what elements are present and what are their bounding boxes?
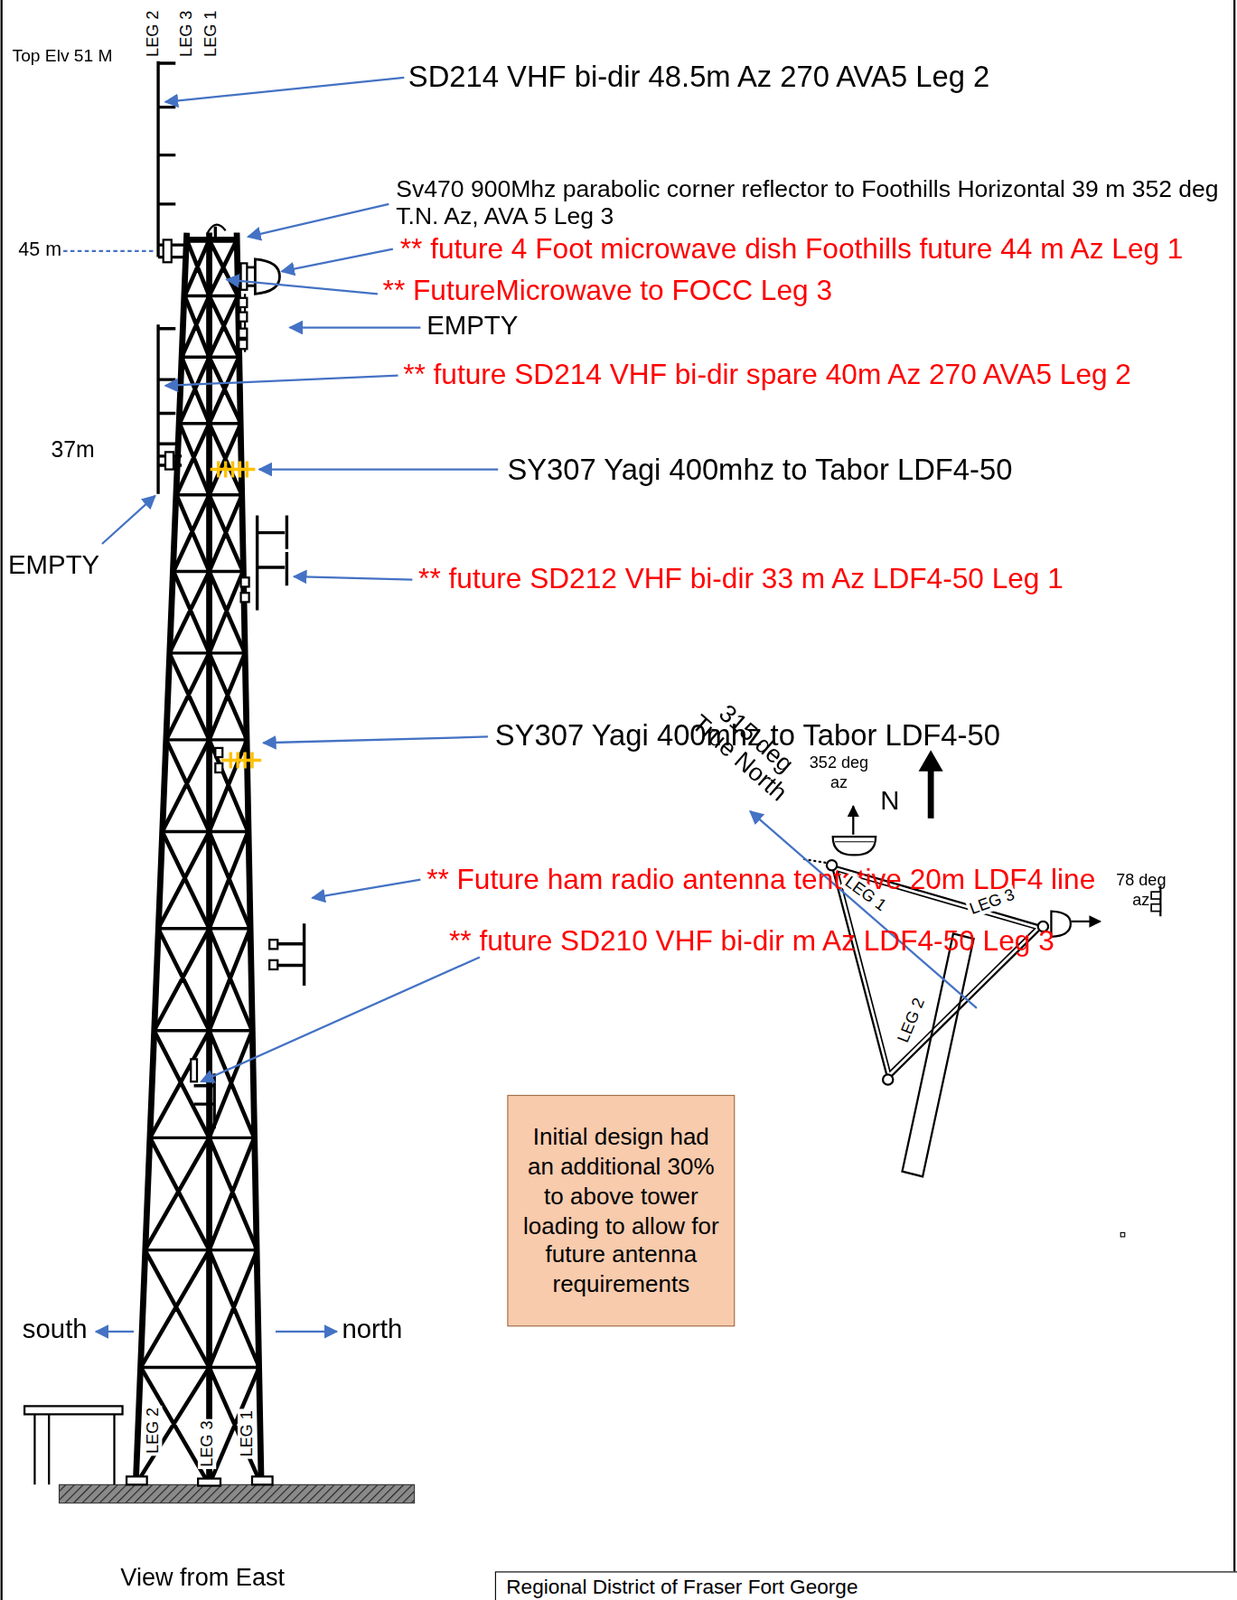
mount-bracket (215, 748, 223, 758)
leader-line (293, 576, 413, 580)
leg-label: LEG 3 (197, 1418, 217, 1470)
ham-antenna (275, 923, 305, 986)
plan-triangle-inner (837, 871, 1035, 1072)
leg-label: LEG 2 (143, 1405, 163, 1457)
node-text: Initial design had an additional 30% to … (520, 1123, 722, 1300)
leg-label: LEG 1 (237, 1408, 257, 1460)
direction-arrow (275, 1330, 338, 1333)
mount-bracket (241, 592, 250, 602)
leader-arrows (95, 77, 498, 1332)
north-arrow (927, 767, 935, 818)
leg-point (882, 1074, 893, 1085)
mount-bracket (241, 262, 248, 290)
vhf-antenna (158, 324, 182, 494)
north-arrow-head (918, 749, 944, 772)
mount-bracket (163, 239, 172, 263)
microwave-dish (254, 259, 280, 294)
leg-foot (126, 1476, 148, 1485)
direction-arrow (95, 1330, 134, 1333)
plan-triangle (832, 865, 1044, 1080)
mount-bracket (1151, 904, 1161, 912)
leader-line (259, 468, 498, 470)
vhf-antenna (158, 61, 188, 258)
view-caption: View from East (120, 1563, 285, 1592)
empty-callout: EMPTY (426, 310, 518, 342)
leader-line (262, 736, 488, 743)
antenna-callout: Sv470 900Mhz parabolic corner reflector … (395, 175, 1228, 231)
future-callout: ** future SD214 VHF bi-dir spare 40m Az … (402, 357, 1132, 391)
yagi-antenna (210, 461, 256, 478)
elevation-line (63, 250, 153, 253)
leg-foot (252, 1476, 273, 1485)
plan-bar (902, 933, 975, 1177)
mount-bracket (165, 451, 174, 469)
title-block: Regional District of Fraser Fort George (495, 1571, 1237, 1600)
elevation-label: 45 m (18, 238, 62, 262)
leader-line (281, 249, 394, 272)
yagi-antenna (221, 751, 262, 769)
bearing-line (749, 811, 977, 1009)
leader-line (247, 204, 389, 237)
leg-foot (197, 1479, 221, 1487)
empty-callout: EMPTY (8, 550, 100, 582)
leader-line (165, 375, 399, 386)
corner-reflector (206, 224, 225, 235)
leg-label: LEG 2 (893, 993, 930, 1048)
azimuth-label: 78 deg az (1109, 870, 1173, 910)
future-callout: ** future SD212 VHF bi-dir 33 m Az LDF4-… (418, 562, 1064, 595)
leg-label: LEG 3 (177, 8, 197, 59)
mount-bracket (238, 312, 247, 322)
future-callout: ** future SD210 VHF bi-dir m Az LDF4-50 … (449, 924, 1055, 957)
mount-bracket (238, 328, 247, 338)
shelter-roof (24, 1405, 122, 1415)
direction-label: south (22, 1314, 88, 1346)
leader-line (201, 956, 480, 1082)
leader-line (290, 326, 422, 328)
mount-bracket (269, 939, 278, 949)
reflector-mast (214, 226, 217, 242)
antenna-callout: SD214 VHF bi-dir 48.5m Az 270 AVA5 Leg 2 (408, 60, 990, 95)
elevation-label: Top Elv 51 M (12, 46, 113, 66)
future-callout: ** future 4 Foot microwave dish Foothill… (400, 233, 1184, 266)
mount-bracket (215, 763, 223, 773)
leader-line (165, 77, 404, 103)
leader-line (312, 880, 422, 899)
north-label: N (880, 786, 900, 817)
mount-bracket (238, 339, 247, 349)
node-text: Regional District of Fraser Fort George (506, 1574, 1227, 1600)
mount-bracket (269, 960, 278, 970)
shelter-posts (34, 1414, 114, 1485)
mount-bracket (241, 577, 250, 587)
leg-label: LEG 2 (143, 8, 163, 59)
ground (59, 1484, 415, 1503)
plan-dish-rim (834, 841, 874, 843)
dipole-element (190, 1058, 197, 1082)
future-callout: ** FutureMicrowave to FOCC Leg 3 (383, 274, 833, 308)
antenna-callout: SY307 Yagi 400mhz to Tabor LDF4-50 (506, 452, 1013, 488)
mount-bracket (238, 298, 247, 308)
direction-label: north (341, 1314, 403, 1346)
leader-line (226, 279, 378, 294)
azimuth-label: 352 deg az (805, 752, 872, 792)
vhf-antenna (257, 515, 288, 610)
plan-dish (833, 836, 876, 855)
azimuth-arrow (1071, 920, 1101, 923)
tower-legs (135, 233, 262, 1486)
note-box: Initial design had an additional 30% to … (506, 1095, 735, 1327)
elevation-label: 37m (50, 436, 94, 463)
azimuth-arrow (852, 805, 854, 835)
leader-line (102, 496, 156, 544)
leg-label: LEG 1 (201, 8, 221, 59)
stray-mark (1120, 1232, 1125, 1237)
mount-bracket (1151, 891, 1161, 900)
